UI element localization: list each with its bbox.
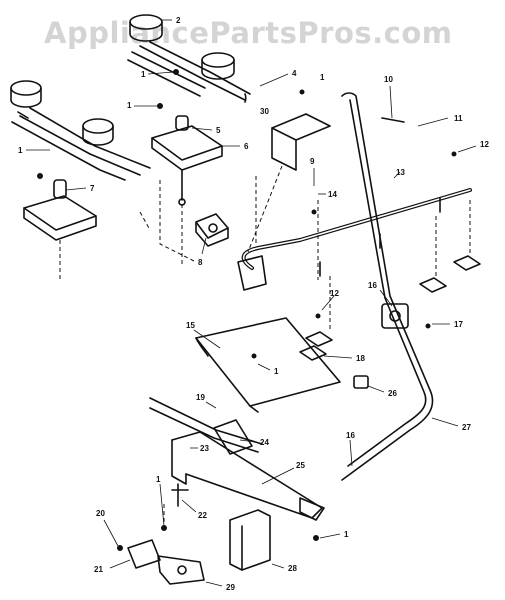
callout-24: 24 [260,438,269,447]
callout-23: 23 [200,444,209,453]
callout-21: 21 [94,565,103,574]
callout-1: 1 [344,530,349,539]
regulator-8 [195,213,229,247]
callout-11: 11 [454,114,463,123]
left-burner-assembly [10,80,151,181]
lower-brackets [127,509,271,585]
thermostat-valve-16 [381,303,409,329]
callout-17: 17 [454,320,463,329]
callout-1: 1 [141,70,146,79]
callout-10: 10 [384,75,393,84]
callout-26: 26 [388,389,397,398]
callout-28: 28 [288,564,297,573]
burner-bracket-left [23,179,97,280]
callout-19: 19 [196,393,205,402]
callout-5: 5 [216,126,221,135]
callout-15: 15 [186,321,195,330]
baffle-15 [195,317,341,413]
callout-18: 18 [356,354,365,363]
callout-8: 8 [198,258,203,267]
callout-27: 27 [462,423,471,432]
callout-12: 12 [480,140,489,149]
heat-shield-30 [271,113,331,171]
watermark: AppliancePartsPros.com [44,16,453,50]
oven-burner-25 [171,431,325,521]
callout-20: 20 [96,509,105,518]
callout-29: 29 [226,583,235,592]
callout-14: 14 [328,190,337,199]
pilot-tube-27 [341,92,434,481]
callout-6: 6 [244,142,249,151]
callout-25: 25 [296,461,305,470]
callout-12: 12 [330,289,339,298]
callout-labels: 2 1 4 1 10 11 12 30 1 5 1 6 7 9 13 14 8 … [18,16,489,592]
callout-13: 13 [396,168,405,177]
callout-9: 9 [310,157,315,166]
fasteners [37,69,457,551]
callout-7: 7 [90,184,95,193]
callout-1: 1 [127,101,132,110]
callout-4: 4 [292,69,297,78]
assembly-lines [139,165,283,530]
callout-16: 16 [346,431,355,440]
callout-1: 1 [274,367,279,376]
callout-1: 1 [156,475,161,484]
top-burner-assembly [127,14,251,103]
orifice-26 [353,375,369,389]
callout-22: 22 [198,511,207,520]
burner-valves [299,200,481,361]
callout-30: 30 [260,107,269,116]
leader-lines [26,19,477,587]
callout-2: 2 [176,16,181,25]
callout-1: 1 [18,146,23,155]
manifold-13 [237,188,472,291]
igniter-assembly [149,397,263,455]
burner-bracket-6 [151,115,223,206]
callout-16: 16 [368,281,377,290]
callout-1: 1 [320,73,325,82]
